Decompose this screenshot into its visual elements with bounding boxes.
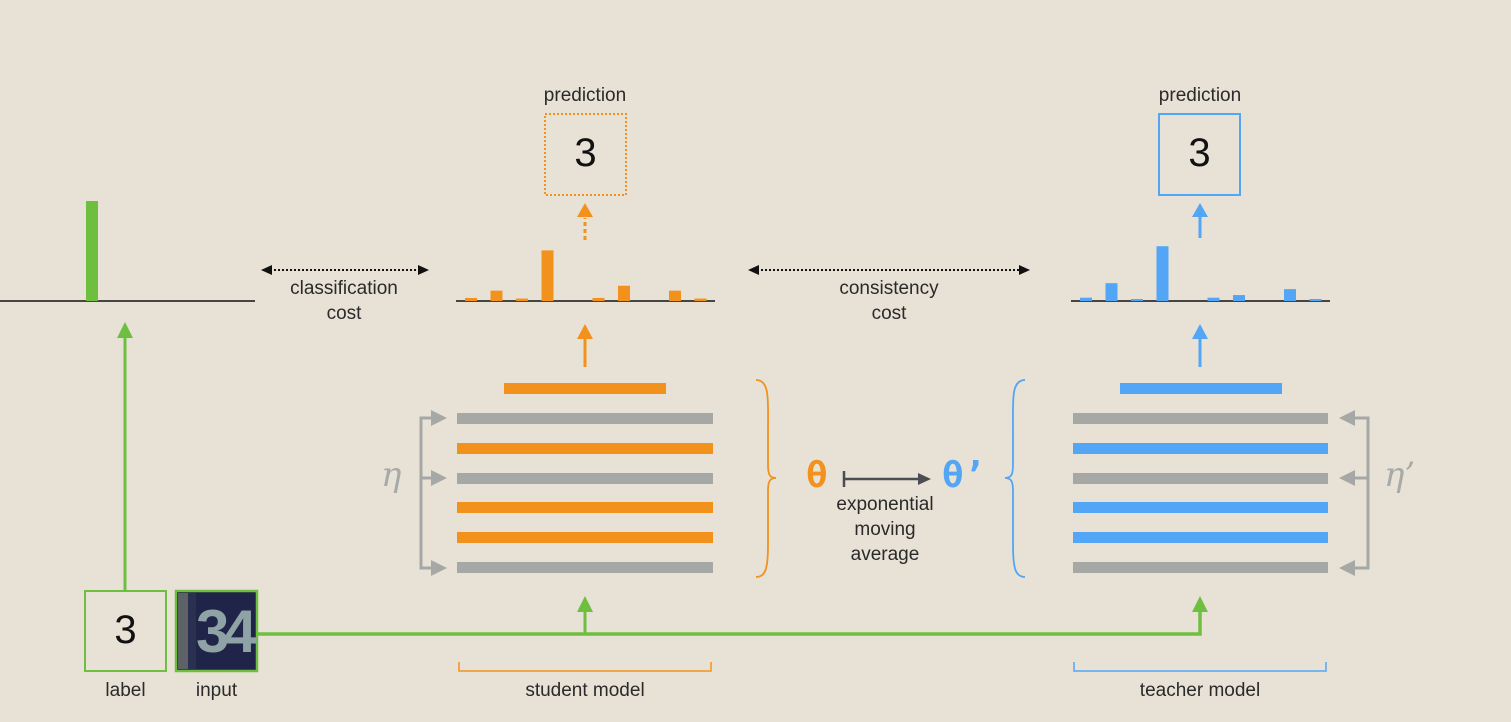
teacher-histogram-bar xyxy=(1131,299,1143,301)
teacher-prediction-label: prediction xyxy=(1158,85,1242,106)
label-to-histogram-arrow xyxy=(117,322,133,590)
teacher-noise-arrowheads xyxy=(1339,410,1355,576)
ema-arrow xyxy=(842,471,931,487)
teacher-weights-layer xyxy=(1073,532,1328,543)
teacher-prediction-arrow xyxy=(1192,203,1208,238)
teacher-histogram-bar xyxy=(1080,297,1092,301)
student-noise-layer xyxy=(457,473,713,484)
student-weights-layer xyxy=(457,502,713,513)
teacher-weights-layer xyxy=(1073,443,1328,454)
teacher-histogram-bar xyxy=(1207,297,1220,301)
consistency-cost-arrow xyxy=(748,265,1030,275)
classification-cost-label-line1: classification xyxy=(290,278,398,299)
student-histogram-bar xyxy=(669,290,681,301)
input-image-digits: 34 xyxy=(196,598,257,665)
student-model-bracket xyxy=(458,662,712,672)
student-output-arrow xyxy=(577,324,593,367)
label-histogram xyxy=(86,201,98,301)
teacher-histogram-bar xyxy=(1309,299,1322,301)
student-noise-layer xyxy=(457,562,713,573)
classification-cost-label-line2: cost xyxy=(326,303,362,324)
student-noise-arrowheads xyxy=(431,410,447,576)
teacher-histogram-bar xyxy=(1156,246,1169,301)
student-prediction-arrow xyxy=(577,203,593,240)
student-weights-layer xyxy=(457,532,713,543)
teacher-histogram-bar xyxy=(1233,295,1245,301)
student-model-caption: student model xyxy=(525,680,645,701)
teacher-noise-layer xyxy=(1073,473,1328,484)
ema-label-line3: average xyxy=(850,544,920,565)
student-histogram-bar xyxy=(490,290,503,301)
student-prediction-value: 3 xyxy=(574,131,597,175)
theta-student: θ xyxy=(806,455,828,496)
student-noise-symbol: η xyxy=(381,455,402,495)
student-histogram-bar xyxy=(516,298,528,301)
teacher-noise-symbol: η’ xyxy=(1384,455,1416,495)
teacher-parameter-brace xyxy=(1004,379,1026,578)
student-prediction-box xyxy=(544,113,627,196)
teacher-noise-bracket xyxy=(1355,416,1370,570)
student-output-layer xyxy=(504,383,666,394)
student-parameter-brace xyxy=(755,379,777,578)
student-histogram-bar xyxy=(618,285,630,301)
teacher-model-bracket xyxy=(1073,662,1327,672)
teacher-prediction-value: 3 xyxy=(1188,131,1211,175)
teacher-histogram xyxy=(1080,246,1322,301)
label-value: 3 xyxy=(114,608,137,652)
student-noise-bracket xyxy=(419,416,432,570)
ema-label-line2: moving xyxy=(854,519,916,540)
teacher-output-layer xyxy=(1120,383,1282,394)
student-histogram-bar xyxy=(592,297,605,301)
input-flow-line xyxy=(258,596,1208,636)
student-prediction-label: prediction xyxy=(543,85,627,106)
student-histogram-bar xyxy=(694,298,707,301)
teacher-noise-layer xyxy=(1073,562,1328,573)
student-weights-layer xyxy=(457,443,713,454)
classification-cost-arrow xyxy=(261,265,429,275)
label-caption: label xyxy=(105,680,146,701)
label-histogram-bar xyxy=(86,201,98,301)
teacher-prediction-box xyxy=(1158,113,1241,196)
consistency-cost-label-line1: consistency xyxy=(839,278,939,299)
label-box xyxy=(84,590,167,672)
student-histogram-bar xyxy=(465,297,477,301)
teacher-histogram-bar xyxy=(1284,289,1296,301)
teacher-model-caption: teacher model xyxy=(1139,680,1261,701)
teacher-output-arrow xyxy=(1192,324,1208,367)
teacher-weights-layer xyxy=(1073,502,1328,513)
input-caption: input xyxy=(195,680,238,701)
student-histogram-bar xyxy=(541,250,554,301)
teacher-histogram-bar xyxy=(1105,283,1118,301)
theta-teacher: θ’ xyxy=(942,455,986,496)
student-noise-layer xyxy=(457,413,713,424)
student-histogram xyxy=(465,250,707,301)
teacher-network-layers xyxy=(1073,383,1328,573)
teacher-noise-layer xyxy=(1073,413,1328,424)
ema-label-line1: exponential xyxy=(836,494,934,515)
student-network-layers xyxy=(457,383,713,573)
consistency-cost-label-line2: cost xyxy=(871,303,907,324)
input-image xyxy=(174,589,259,673)
